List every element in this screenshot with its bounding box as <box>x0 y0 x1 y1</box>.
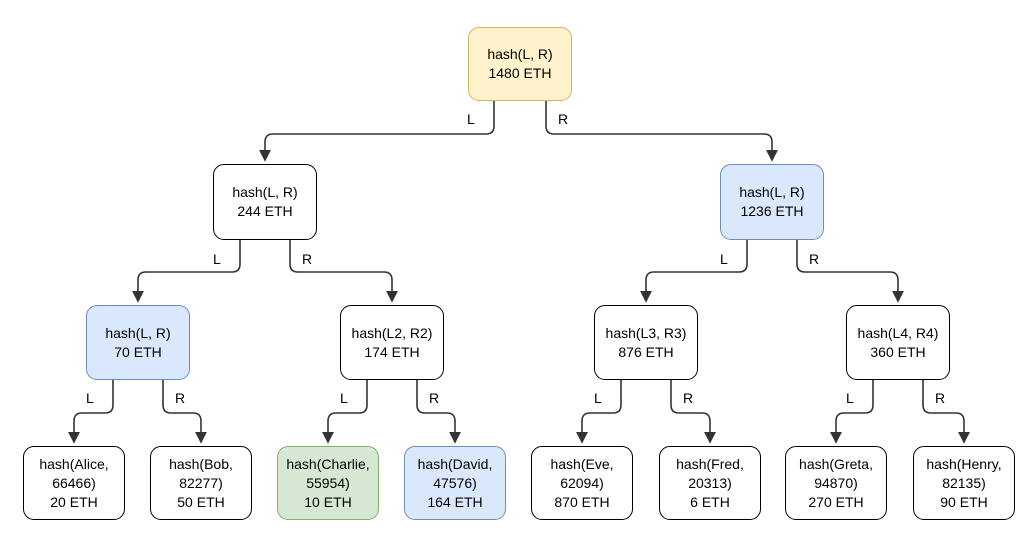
node-amount: 70 ETH <box>114 343 162 360</box>
node-hash: hash(Fred, 20313) <box>676 455 744 491</box>
node-hash: hash(L, R) <box>739 184 805 200</box>
edge-l31-right <box>162 380 207 444</box>
node-hash: hash(L, R) <box>105 324 171 341</box>
edge-label-l2r-left: L <box>720 251 728 267</box>
node-amount: 360 ETH <box>870 343 926 360</box>
edge-l34-left <box>830 380 874 444</box>
node-hash: hash(Charlie, 55954) <box>286 455 370 491</box>
edge-label-l33-right: R <box>683 390 694 406</box>
tree-leaf-david: hash(David, 47576) 164 ETH <box>404 446 506 520</box>
node-hash: hash(Eve, 62094) <box>550 455 614 491</box>
node-amount: 270 ETH <box>808 493 864 510</box>
node-amount: 10 ETH <box>304 493 352 510</box>
edge-label-l32-right: R <box>429 390 440 406</box>
tree-node-level2-right: hash(L, R) 1236 ETH <box>720 164 824 240</box>
edge-l33-left <box>576 380 622 444</box>
node-amount: 1236 ETH <box>740 203 804 219</box>
tree-leaf-alice: hash(Alice, 66466) 20 ETH <box>23 446 125 520</box>
tree-leaf-charlie: hash(Charlie, 55954) 10 ETH <box>277 446 379 520</box>
node-hash: hash(L3, R3) <box>605 324 687 341</box>
node-amount: 6 ETH <box>690 493 730 510</box>
edge-l34-right <box>922 380 970 444</box>
node-hash: hash(L4, R4) <box>857 324 939 341</box>
node-hash: hash(Alice, 66466) <box>39 455 109 491</box>
node-amount: 174 ETH <box>364 343 420 360</box>
node-amount: 50 ETH <box>177 493 225 510</box>
tree-node-level3-4: hash(L4, R4) 360 ETH <box>846 305 950 380</box>
node-hash: hash(Greta, 94870) <box>799 455 873 491</box>
edge-l31-left <box>68 380 114 444</box>
edge-label-l31-right: R <box>175 390 186 406</box>
tree-node-level2-left: hash(L, R) 244 ETH <box>213 164 317 240</box>
tree-node-root: hash(L, R) 1480 ETH <box>468 27 572 101</box>
edge-label-l32-left: L <box>340 390 348 406</box>
node-amount: 1480 ETH <box>488 65 552 81</box>
edge-l33-right <box>670 380 716 444</box>
edge-l32-left <box>322 380 368 444</box>
node-hash: hash(David, 47576) <box>417 455 493 491</box>
edge-label-root-left: L <box>467 111 475 127</box>
edge-label-l2l-right: R <box>302 251 313 267</box>
node-amount: 870 ETH <box>554 493 610 510</box>
node-amount: 164 ETH <box>427 493 483 510</box>
edge-label-l2l-left: L <box>213 251 221 267</box>
edge-root-right <box>545 101 778 162</box>
node-hash: hash(L, R) <box>487 46 553 62</box>
edge-l2l-left <box>132 240 241 303</box>
node-hash: hash(Henry, 82135) <box>926 455 1002 491</box>
node-amount: 876 ETH <box>618 343 674 360</box>
tree-node-level3-3: hash(L3, R3) 876 ETH <box>594 305 698 380</box>
tree-leaf-greta: hash(Greta, 94870) 270 ETH <box>785 446 887 520</box>
edge-l2r-left <box>640 240 748 303</box>
edge-label-l34-right: R <box>935 390 946 406</box>
tree-node-level3-1: hash(L, R) 70 ETH <box>86 305 190 380</box>
edge-label-l33-left: L <box>594 390 602 406</box>
edge-l32-right <box>416 380 461 444</box>
edge-label-root-right: R <box>558 111 569 127</box>
tree-leaf-henry: hash(Henry, 82135) 90 ETH <box>913 446 1015 520</box>
node-amount: 244 ETH <box>237 203 293 219</box>
tree-node-level3-2: hash(L2, R2) 174 ETH <box>340 305 444 380</box>
node-amount: 20 ETH <box>50 493 98 510</box>
edge-label-l34-left: L <box>846 390 854 406</box>
edge-l2r-right <box>796 240 904 303</box>
tree-leaf-bob: hash(Bob, 82277) 50 ETH <box>150 446 252 520</box>
edge-label-l2r-right: R <box>809 251 820 267</box>
node-hash: hash(Bob, 82277) <box>169 455 233 491</box>
node-hash: hash(L, R) <box>232 184 298 200</box>
tree-leaf-fred: hash(Fred, 20313) 6 ETH <box>659 446 761 520</box>
tree-leaf-eve: hash(Eve, 62094) 870 ETH <box>531 446 633 520</box>
edge-root-left <box>259 101 495 162</box>
edge-l2l-right <box>289 240 398 303</box>
node-amount: 90 ETH <box>940 493 988 510</box>
edge-label-l31-left: L <box>86 390 94 406</box>
node-hash: hash(L2, R2) <box>351 324 433 341</box>
